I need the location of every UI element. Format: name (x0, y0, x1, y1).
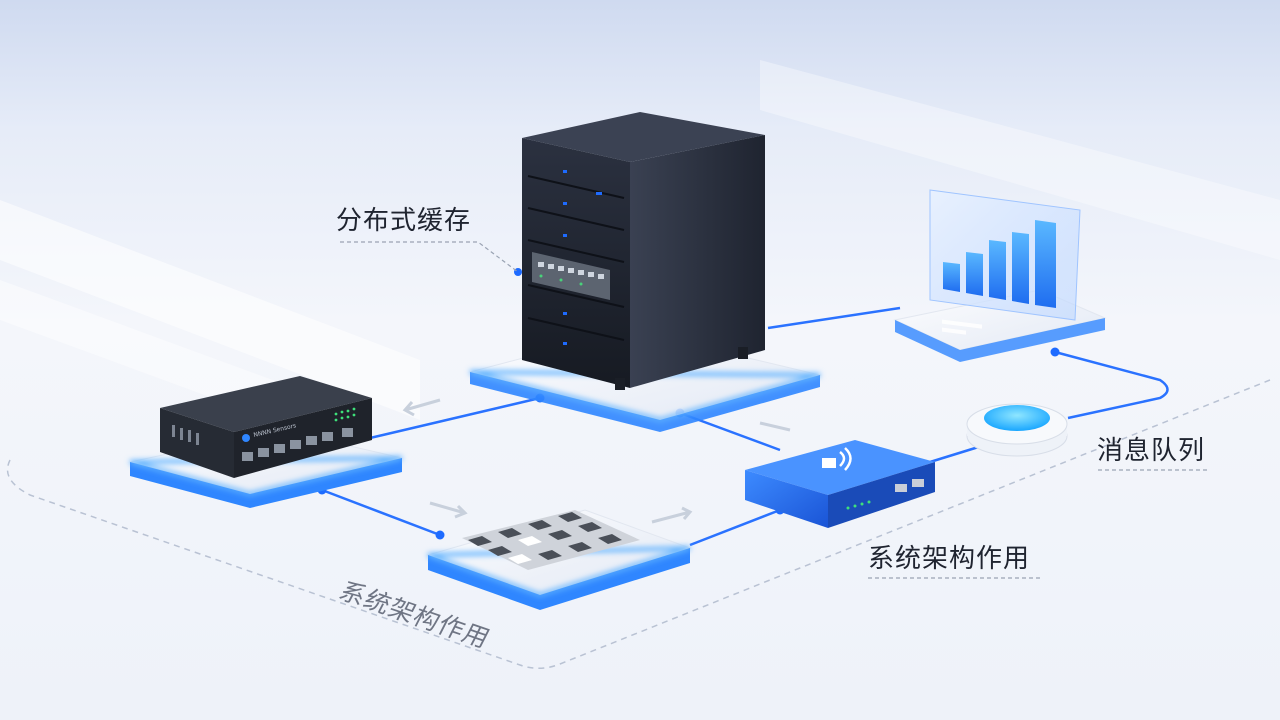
floor-dashed-outline (6, 379, 1271, 669)
memory-modules (462, 510, 640, 570)
link-server-panel (767, 306, 901, 330)
link-panel-mq (1054, 350, 1169, 420)
blue-hub-device (745, 440, 935, 528)
system-role-label: 系统架构作用 (868, 544, 1031, 574)
message-queue-label: 消息队列 (1097, 436, 1206, 466)
distributed-cache-label: 分布式缓存 (336, 206, 472, 236)
label-leaders (340, 241, 1210, 579)
light-beam (0, 200, 420, 420)
link-switch-server (369, 396, 541, 440)
link-switch-module (321, 488, 441, 537)
link-module-hub (689, 508, 781, 547)
network-switch: NNNN Sensors (160, 376, 372, 478)
flow-arrows (402, 398, 791, 524)
switch-logo-icon (242, 434, 250, 442)
light-beam (0, 280, 300, 430)
message-queue-disc (966, 403, 1068, 457)
light-beam (760, 60, 1280, 260)
wireless-icon (822, 447, 852, 471)
bar-chart-icon (943, 220, 1056, 308)
analytics-panel (893, 189, 1107, 362)
server-rack (522, 112, 765, 390)
